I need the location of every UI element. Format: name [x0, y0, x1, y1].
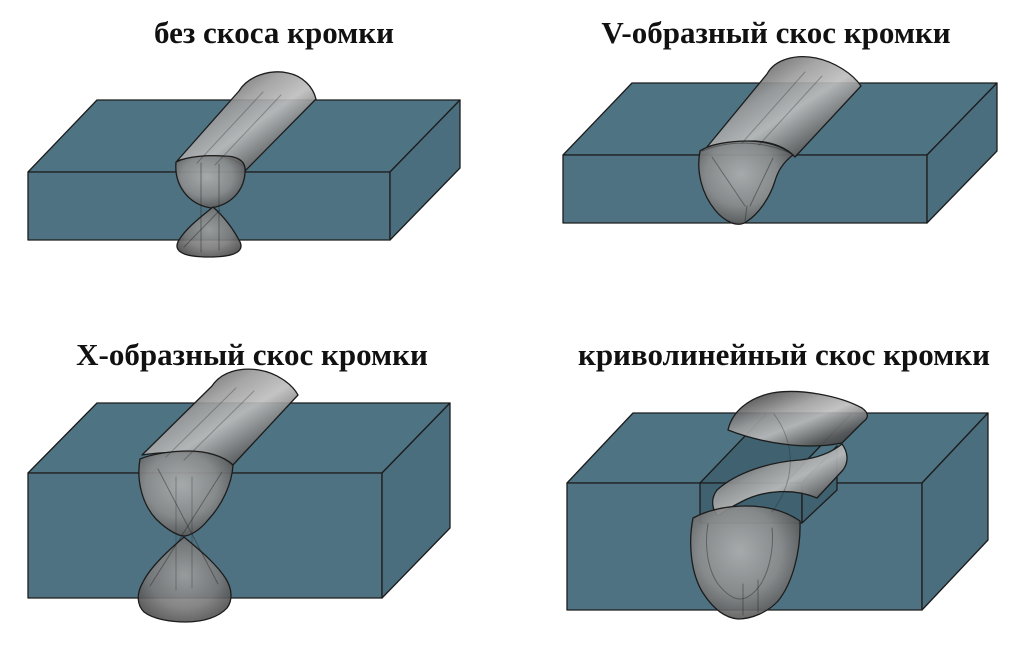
v-bevel-illustration [562, 56, 998, 225]
figure-curved-bevel: криволинейный скос кромки [512, 322, 1024, 644]
figure-no-bevel-title: без скоса кромки [153, 15, 394, 50]
x-bevel-illustration [27, 368, 451, 623]
figure-x-bevel-title: Х-образный скос кромки [76, 337, 428, 372]
v-bevel-weld-bead [698, 56, 862, 225]
figure-curved-bevel-title: криволинейный скос кромки [577, 337, 991, 372]
figure-v-bevel-title: V-образный скос кромки [601, 15, 951, 50]
no-bevel-illustration [27, 71, 461, 258]
curved-bevel-illustration [566, 390, 989, 620]
figure-x-bevel: Х-образный скос кромки [0, 322, 512, 644]
x-bevel-weld-bead [137, 368, 299, 623]
no-bevel-weld-bead [175, 71, 317, 258]
figure-v-bevel: V-образный скос кромки [512, 0, 1024, 322]
curved-bevel-weld-bead [690, 390, 869, 620]
figure-no-bevel: без скоса кромки [0, 0, 512, 322]
